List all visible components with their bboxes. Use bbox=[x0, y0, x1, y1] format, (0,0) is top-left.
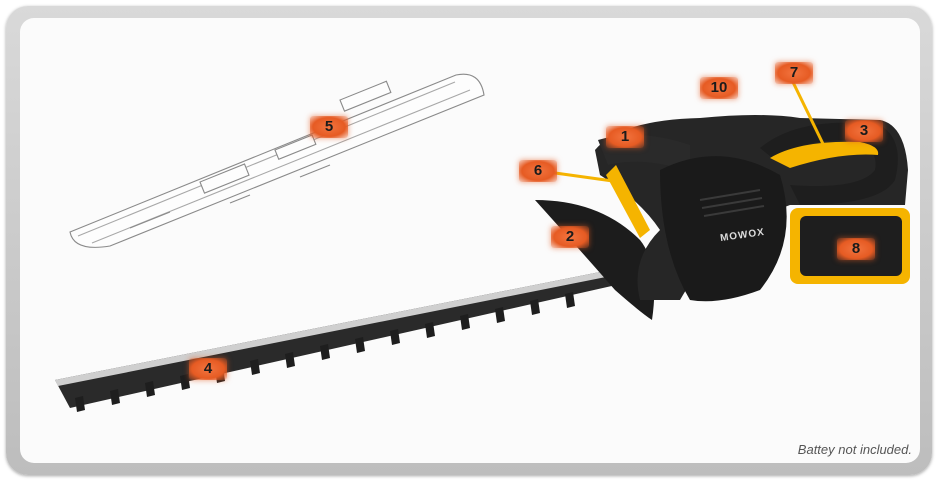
battery-note: Battey not included. bbox=[798, 442, 912, 457]
blade-bar bbox=[55, 268, 625, 412]
callout-2: 2 bbox=[551, 226, 589, 248]
callout-1: 1 bbox=[606, 126, 644, 148]
callout-6: 6 bbox=[519, 160, 557, 182]
callout-10: 10 bbox=[700, 77, 738, 99]
callout-8: 8 bbox=[837, 238, 875, 260]
blade-cover bbox=[70, 74, 484, 247]
callout-4: 4 bbox=[189, 358, 227, 380]
callout-5: 5 bbox=[310, 116, 348, 138]
callout-7: 7 bbox=[775, 62, 813, 84]
callout-3: 3 bbox=[845, 120, 883, 142]
